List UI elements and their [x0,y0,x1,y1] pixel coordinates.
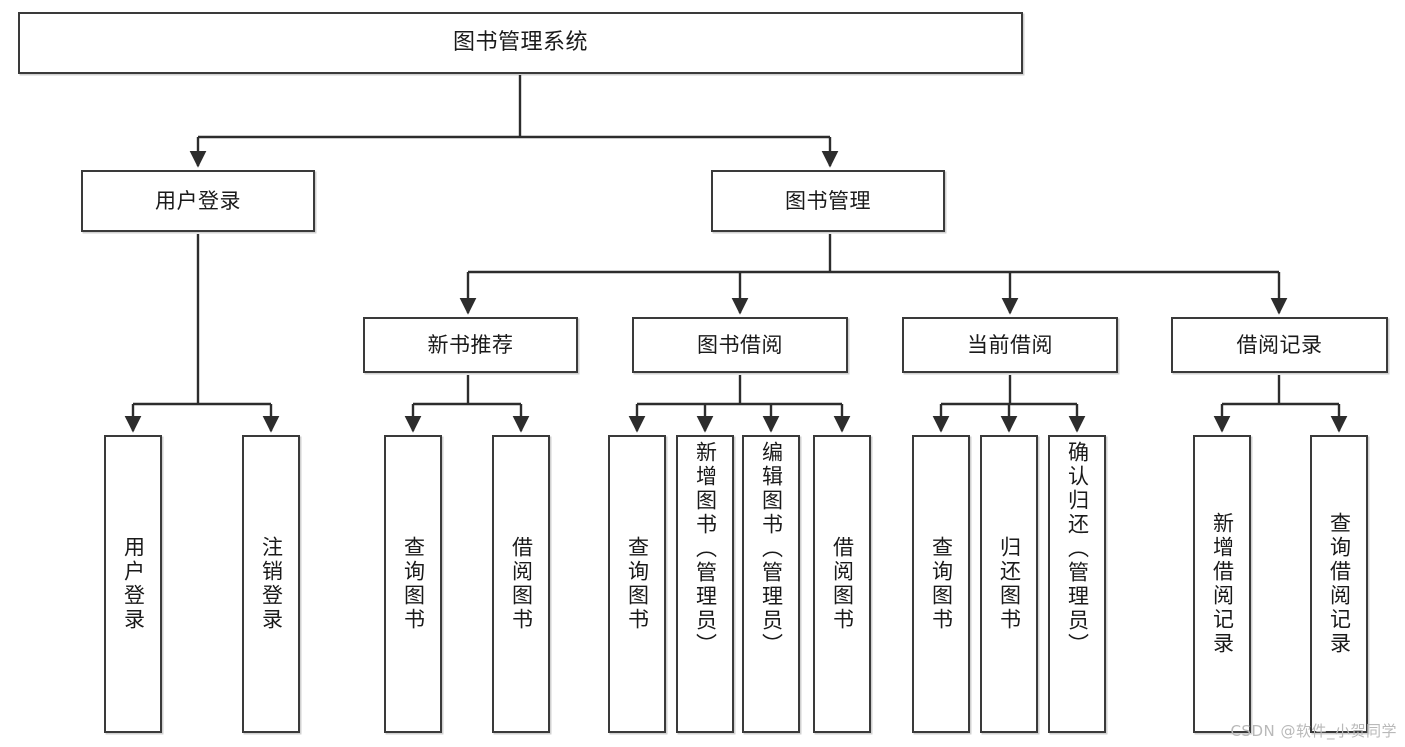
node-current-borrow[interactable]: 当前借阅 [902,317,1118,373]
node-new-book-rec[interactable]: 新书推荐 [363,317,578,373]
node-user-login[interactable]: 用户登录 [81,170,315,232]
node-borrow-record[interactable]: 借阅记录 [1171,317,1388,373]
node-leaf-borrow-book-1-label: 借阅图书 [509,536,534,632]
node-leaf-add-book-label: 新增图书（管理员） [693,441,718,657]
node-leaf-edit-book-label: 编辑图书（管理员） [759,441,784,657]
node-leaf-query-book-1-label: 查询图书 [401,536,426,632]
node-leaf-return-book-label: 归还图书 [997,536,1022,632]
node-leaf-query-book-2[interactable]: 查询图书 [608,435,666,733]
node-leaf-add-book[interactable]: 新增图书（管理员） [676,435,734,733]
node-leaf-user-login[interactable]: 用户登录 [104,435,162,733]
node-current-borrow-label: 当前借阅 [967,332,1053,357]
node-root-label: 图书管理系统 [452,30,588,56]
node-book-borrow-label: 图书借阅 [697,332,783,357]
node-root[interactable]: 图书管理系统 [18,12,1023,74]
node-new-book-rec-label: 新书推荐 [427,332,514,357]
node-leaf-borrow-book-1[interactable]: 借阅图书 [492,435,550,733]
node-leaf-confirm-return[interactable]: 确认归还（管理员） [1048,435,1106,733]
node-book-borrow[interactable]: 图书借阅 [632,317,848,373]
node-leaf-user-login-label: 用户登录 [121,536,146,632]
csdn-watermark: CSDN @软件_小贺同学 [1230,722,1397,740]
node-user-login-label: 用户登录 [155,188,241,213]
node-leaf-add-record[interactable]: 新增借阅记录 [1193,435,1251,733]
node-leaf-query-book-3-label: 查询图书 [929,536,954,632]
node-leaf-query-book-2-label: 查询图书 [625,536,650,632]
node-leaf-query-book-1[interactable]: 查询图书 [384,435,442,733]
node-leaf-logout-label: 注销登录 [259,536,284,632]
node-leaf-borrow-book-2-label: 借阅图书 [830,536,855,632]
node-leaf-return-book[interactable]: 归还图书 [980,435,1038,733]
node-book-manage[interactable]: 图书管理 [711,170,945,232]
node-leaf-add-record-label: 新增借阅记录 [1210,512,1235,656]
node-leaf-edit-book[interactable]: 编辑图书（管理员） [742,435,800,733]
node-leaf-query-record[interactable]: 查询借阅记录 [1310,435,1368,733]
node-book-manage-label: 图书管理 [785,188,871,213]
node-leaf-borrow-book-2[interactable]: 借阅图书 [813,435,871,733]
node-leaf-query-record-label: 查询借阅记录 [1327,512,1352,656]
node-borrow-record-label: 借阅记录 [1236,332,1323,357]
node-leaf-query-book-3[interactable]: 查询图书 [912,435,970,733]
node-leaf-confirm-return-label: 确认归还（管理员） [1065,441,1090,657]
node-leaf-logout[interactable]: 注销登录 [242,435,300,733]
